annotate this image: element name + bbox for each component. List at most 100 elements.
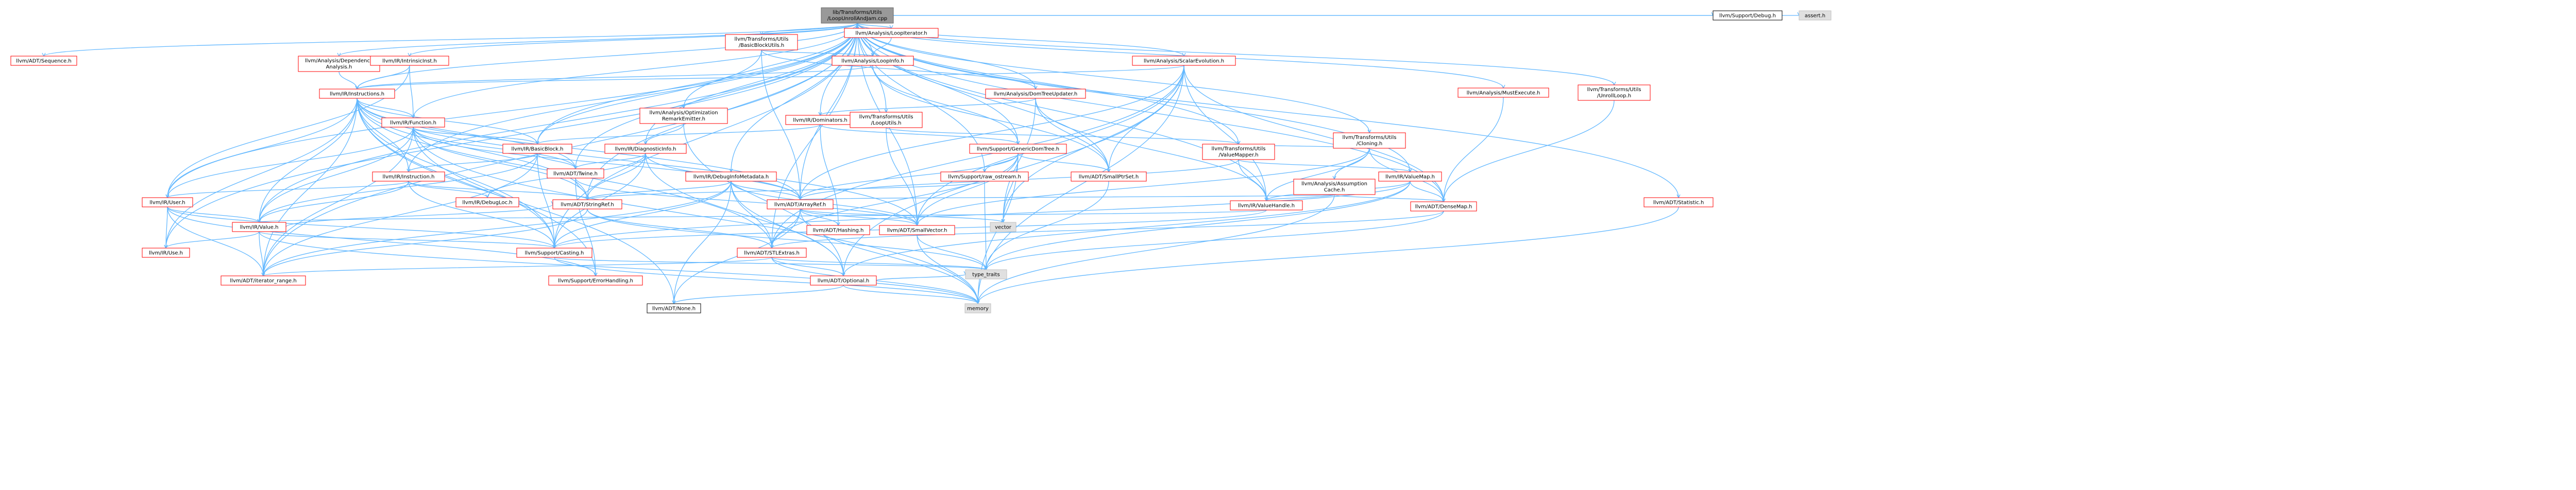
- edge-stlextras-to-optional: [771, 257, 844, 276]
- graph-node-valuemap[interactable]: llvm/IR/ValueMap.h: [1378, 171, 1442, 182]
- graph-node-densemap[interactable]: llvm/ADT/DenseMap.h: [1410, 201, 1477, 212]
- edge-intrinsicinst-to-function: [409, 65, 414, 118]
- graph-node-statistic[interactable]: llvm/ADT/Statistic.h: [1643, 197, 1714, 207]
- graph-node-basicblock[interactable]: llvm/IR/BasicBlock.h: [502, 144, 572, 154]
- edge-arrayref-to-smallvector: [800, 208, 918, 226]
- graph-node-function[interactable]: llvm/IR/Function.h: [381, 117, 445, 128]
- graph-node-mustexecute[interactable]: llvm/Analysis/MustExecute.h: [1458, 87, 1549, 98]
- graph-node-unrollloop[interactable]: llvm/Transforms/Utils/UnrollLoop.h: [1578, 84, 1651, 101]
- graph-node-scalarevolution[interactable]: llvm/Analysis/ScalarEvolution.h: [1132, 56, 1236, 66]
- edge-user-to-use: [165, 206, 168, 249]
- graph-node-user[interactable]: llvm/IR/User.h: [142, 197, 193, 207]
- edge-root-to-use: [165, 23, 858, 249]
- edge-arrowhead: [1612, 81, 1616, 86]
- node-label: llvm/ADT/iterator_range.h: [230, 278, 296, 284]
- edge-dominators-to-genericdomtree: [820, 124, 1019, 145]
- graph-node-debuginfometa[interactable]: llvm/IR/DebugInfoMetadata.h: [685, 171, 777, 182]
- edge-value-to-casting: [259, 231, 555, 249]
- graph-node-stlextras[interactable]: llvm/ADT/STLExtras.h: [737, 248, 807, 258]
- edge-arrayref-to-vector: [800, 208, 1004, 223]
- graph-node-instructions[interactable]: llvm/IR/Instructions.h: [319, 89, 395, 99]
- node-box: [1230, 200, 1303, 211]
- graph-node-errorhandling[interactable]: llvm/Support/ErrorHandling.h: [548, 275, 643, 286]
- node-label: llvm/Analysis/DomTreeUpdater.h: [994, 92, 1077, 97]
- edge-valuemap-to-densemap: [1410, 181, 1444, 202]
- graph-node-arrayref[interactable]: llvm/ADT/ArrayRef.h: [767, 199, 834, 209]
- edge-basicblock-to-value: [259, 153, 538, 223]
- edge-root-to-dependence: [338, 23, 858, 57]
- edge-basicblockutils-to-loopinfo: [761, 49, 873, 57]
- graph-node-genericdomtree[interactable]: llvm/Support/GenericDomTree.h: [969, 144, 1067, 154]
- edge-root-to-value: [259, 23, 858, 223]
- graph-node-optremark[interactable]: llvm/Analysis/OptimizationRemarkEmitter.…: [639, 108, 728, 124]
- graph-node-loopiterator[interactable]: llvm/Analysis/LoopIterator.h: [844, 28, 939, 38]
- edge-function-to-iterrange: [263, 127, 414, 276]
- node-box: [737, 248, 807, 258]
- edge-value-to-iterrange: [259, 231, 264, 276]
- node-label: llvm/IR/DiagnosticInfo.h: [615, 147, 676, 152]
- graph-node-stringref[interactable]: llvm/ADT/StringRef.h: [552, 199, 622, 209]
- node-box: [547, 168, 604, 179]
- edge-instructions-to-basicblock: [357, 98, 538, 145]
- node-box: [1333, 132, 1406, 149]
- graph-node-instruction[interactable]: llvm/IR/Instruction.h: [372, 171, 445, 182]
- node-box: [1202, 144, 1275, 160]
- node-box: [319, 89, 395, 99]
- graph-node-casting[interactable]: llvm/Support/Casting.h: [516, 248, 592, 258]
- node-label: Analysis.h: [326, 64, 352, 70]
- node-label: llvm/IR/User.h: [149, 200, 185, 206]
- edge-domtreeupdater-to-vector: [1003, 98, 1036, 223]
- edge-twine-to-errorhandling: [575, 178, 596, 276]
- graph-node-sequence[interactable]: llvm/ADT/Sequence.h: [10, 56, 77, 66]
- edge-arrowhead: [408, 52, 412, 57]
- graph-node-valuemapper[interactable]: llvm/Transforms/Utils/ValueMapper.h: [1202, 144, 1275, 160]
- node-label: llvm/ADT/StringRef.h: [561, 202, 614, 208]
- edge-domtreeupdater-to-dominators: [820, 98, 1036, 116]
- graph-node-hashing[interactable]: llvm/ADT/Hashing.h: [806, 225, 870, 235]
- node-label: llvm/Analysis/Assumption: [1301, 181, 1367, 187]
- graph-node-dominators[interactable]: llvm/IR/Dominators.h: [785, 115, 855, 125]
- graph-node-intrinsicinst[interactable]: llvm/IR/IntrinsicInst.h: [370, 56, 449, 66]
- graph-node-cloning[interactable]: llvm/Transforms/Utils/Cloning.h: [1333, 132, 1406, 149]
- graph-node-none: llvm/ADT/None.h: [647, 303, 701, 313]
- edge-instruction-to-value: [259, 181, 409, 223]
- graph-node-root: lib/Transforms/Utils/LoopUnrollAndJam.cp…: [821, 7, 894, 24]
- node-label: /LoopUtils.h: [871, 120, 902, 126]
- graph-node-domtreeupdater[interactable]: llvm/Analysis/DomTreeUpdater.h: [985, 89, 1086, 99]
- graph-node-looputils[interactable]: llvm/Transforms/Utils/LoopUtils.h: [850, 112, 923, 128]
- graph-node-vector: vector: [990, 222, 1016, 232]
- graph-node-smallptrset[interactable]: llvm/ADT/SmallPtrSet.h: [1071, 171, 1147, 182]
- node-label: llvm/IR/IntrinsicInst.h: [382, 59, 437, 64]
- edge-instruction-to-stringref: [408, 181, 588, 200]
- edge-loopinfo-to-instructions: [357, 65, 873, 90]
- edge-densemap-to-typetraits: [986, 211, 1444, 270]
- node-box: [685, 171, 777, 182]
- edge-function-to-twine: [413, 127, 576, 169]
- graph-node-value[interactable]: llvm/IR/Value.h: [232, 222, 286, 232]
- edge-debuginfometa-to-iterrange: [263, 181, 732, 276]
- edge-value-to-use: [165, 231, 260, 249]
- graph-node-basicblockutils[interactable]: llvm/Transforms/Utils/BasicBlockUtils.h: [725, 34, 798, 50]
- graph-node-optional[interactable]: llvm/ADT/Optional.h: [810, 275, 877, 286]
- edge-instructions-to-function: [357, 98, 414, 118]
- graph-node-diaginfo[interactable]: llvm/IR/DiagnosticInfo.h: [604, 144, 687, 154]
- edge-stlextras-to-typetraits: [771, 257, 987, 270]
- edge-function-to-arrayref: [413, 127, 801, 200]
- node-box: [879, 225, 955, 235]
- node-label: llvm/IR/Value.h: [240, 225, 279, 231]
- edge-genericdomtree-to-smallvector: [917, 153, 1019, 226]
- edge-valuehandle-to-value: [259, 209, 1267, 223]
- graph-node-loopinfo[interactable]: llvm/Analysis/LoopInfo.h: [832, 56, 914, 66]
- edge-debuginfometa-to-arrayref: [731, 181, 801, 200]
- graph-node-iterrange[interactable]: llvm/ADT/iterator_range.h: [221, 275, 306, 286]
- graph-node-use[interactable]: llvm/IR/Use.h: [142, 248, 190, 258]
- edge-function-to-casting: [413, 127, 555, 249]
- graph-node-valuehandle[interactable]: llvm/IR/ValueHandle.h: [1230, 200, 1303, 211]
- graph-node-smallvector[interactable]: llvm/ADT/SmallVector.h: [879, 225, 955, 235]
- graph-node-twine[interactable]: llvm/ADT/Twine.h: [547, 168, 604, 179]
- graph-node-debugloc[interactable]: llvm/IR/DebugLoc.h: [455, 197, 519, 207]
- edge-root-to-unrollloop: [857, 23, 1615, 85]
- graph-node-rawostream[interactable]: llvm/Support/raw_ostream.h: [940, 171, 1029, 182]
